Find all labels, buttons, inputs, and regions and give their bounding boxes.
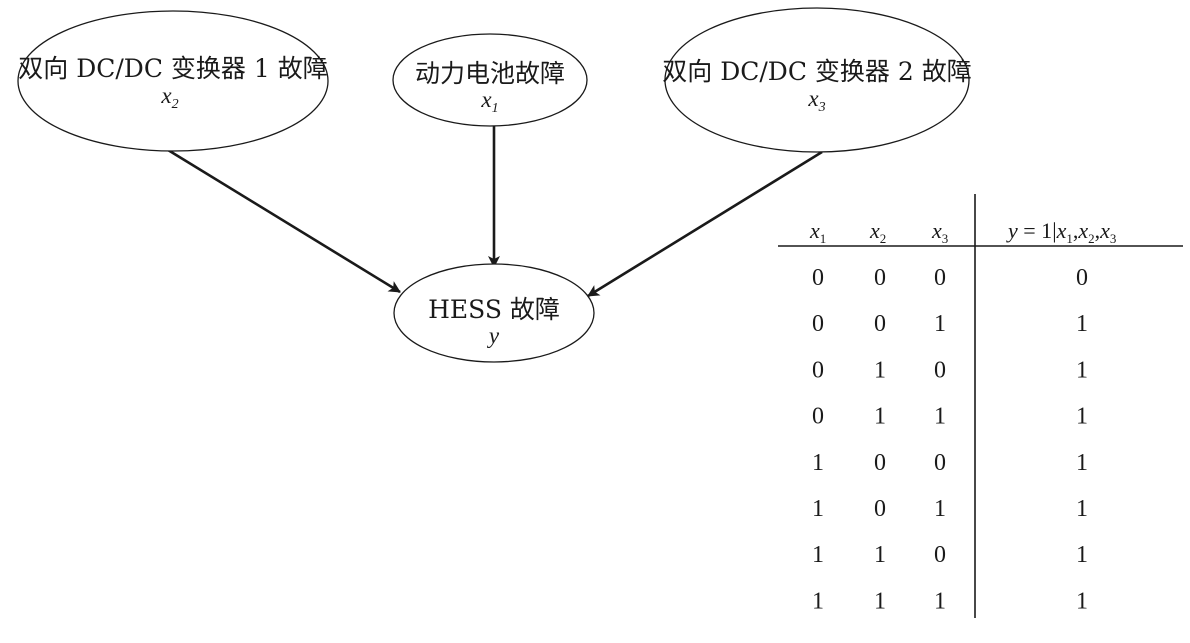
table-header-result: y = 1|x1,x2,x3 bbox=[1006, 218, 1116, 246]
table-cell-input: 0 bbox=[934, 357, 946, 383]
table-row: 0 0 0 0 bbox=[812, 265, 1088, 291]
node-x3: 双向 DC/DC 变换器 2 故障 x3 bbox=[662, 7, 972, 153]
node-x2-var: x2 bbox=[160, 83, 178, 112]
table-cell-input: 0 bbox=[874, 311, 886, 337]
table-cell-input: 1 bbox=[934, 404, 946, 430]
table-cell-result: 0 bbox=[1076, 265, 1088, 291]
table-cell-input: 0 bbox=[812, 265, 824, 291]
table-cell-input: 0 bbox=[934, 265, 946, 291]
node-x1-label: 动力电池故障 bbox=[415, 59, 565, 88]
table-header-x2: x2 bbox=[869, 218, 886, 246]
table-row: 0 1 1 1 bbox=[812, 404, 1088, 430]
table-cell-input: 1 bbox=[812, 542, 824, 568]
node-x2-ellipse bbox=[17, 10, 329, 152]
table-row: 0 1 0 1 bbox=[812, 357, 1088, 383]
table-cell-input: 0 bbox=[812, 404, 824, 430]
node-x2: 双向 DC/DC 变换器 1 故障 x2 bbox=[17, 10, 329, 152]
edges bbox=[167, 125, 823, 298]
table-cell-input: 0 bbox=[934, 450, 946, 476]
table-cell-input: 1 bbox=[934, 588, 946, 614]
edge-x3-to-y bbox=[587, 150, 823, 298]
table-cell-input: 1 bbox=[812, 496, 824, 522]
table-body: 0 0 0 0 0 0 1 1 0 1 0 1 0 1 1 1 1 0 0 1 1 0 1 1 1 1 0 1 1 1 1 1 bbox=[812, 265, 1088, 614]
table-cell-input: 0 bbox=[874, 496, 886, 522]
table-row: 0 0 1 1 bbox=[812, 311, 1088, 337]
node-x1-ellipse bbox=[392, 33, 588, 127]
table-cell-result: 1 bbox=[1076, 357, 1088, 383]
node-x1-var: x1 bbox=[480, 87, 498, 116]
table-cell-input: 1 bbox=[934, 496, 946, 522]
table-cell-input: 0 bbox=[812, 311, 824, 337]
table-cell-result: 1 bbox=[1076, 450, 1088, 476]
table-cell-input: 1 bbox=[934, 311, 946, 337]
node-y-label: HESS 故障 bbox=[428, 295, 560, 324]
table-cell-input: 1 bbox=[874, 404, 886, 430]
table-cell-result: 1 bbox=[1076, 311, 1088, 337]
node-x2-label: 双向 DC/DC 变换器 1 故障 bbox=[18, 54, 327, 83]
table-cell-result: 1 bbox=[1076, 542, 1088, 568]
table-cell-input: 0 bbox=[874, 450, 886, 476]
node-x3-ellipse bbox=[664, 7, 970, 153]
table-cell-input: 1 bbox=[874, 588, 886, 614]
table-row: 1 1 1 1 bbox=[812, 588, 1088, 614]
table-header-x3: x3 bbox=[931, 218, 948, 246]
table-cell-result: 1 bbox=[1076, 588, 1088, 614]
table-row: 1 1 0 1 bbox=[812, 542, 1088, 568]
table-cell-result: 1 bbox=[1076, 404, 1088, 430]
node-x3-var: x3 bbox=[807, 86, 825, 115]
node-x1: 动力电池故障 x1 bbox=[392, 33, 588, 127]
node-y-var: y bbox=[487, 323, 500, 348]
table-cell-result: 1 bbox=[1076, 496, 1088, 522]
table-cell-input: 0 bbox=[812, 357, 824, 383]
edge-x2-to-y bbox=[167, 148, 401, 294]
node-y-ellipse bbox=[393, 263, 595, 363]
table-cell-input: 1 bbox=[812, 588, 824, 614]
node-x3-label: 双向 DC/DC 变换器 2 故障 bbox=[662, 57, 971, 86]
table-cell-input: 1 bbox=[874, 357, 886, 383]
table-cell-input: 1 bbox=[874, 542, 886, 568]
node-y: HESS 故障 y bbox=[393, 263, 595, 363]
table-header-x1: x1 bbox=[809, 218, 826, 246]
table-row: 1 0 1 1 bbox=[812, 496, 1088, 522]
table-cell-input: 0 bbox=[874, 265, 886, 291]
table-cell-input: 1 bbox=[812, 450, 824, 476]
table-cell-input: 0 bbox=[934, 542, 946, 568]
table-row: 1 0 0 1 bbox=[812, 450, 1088, 476]
